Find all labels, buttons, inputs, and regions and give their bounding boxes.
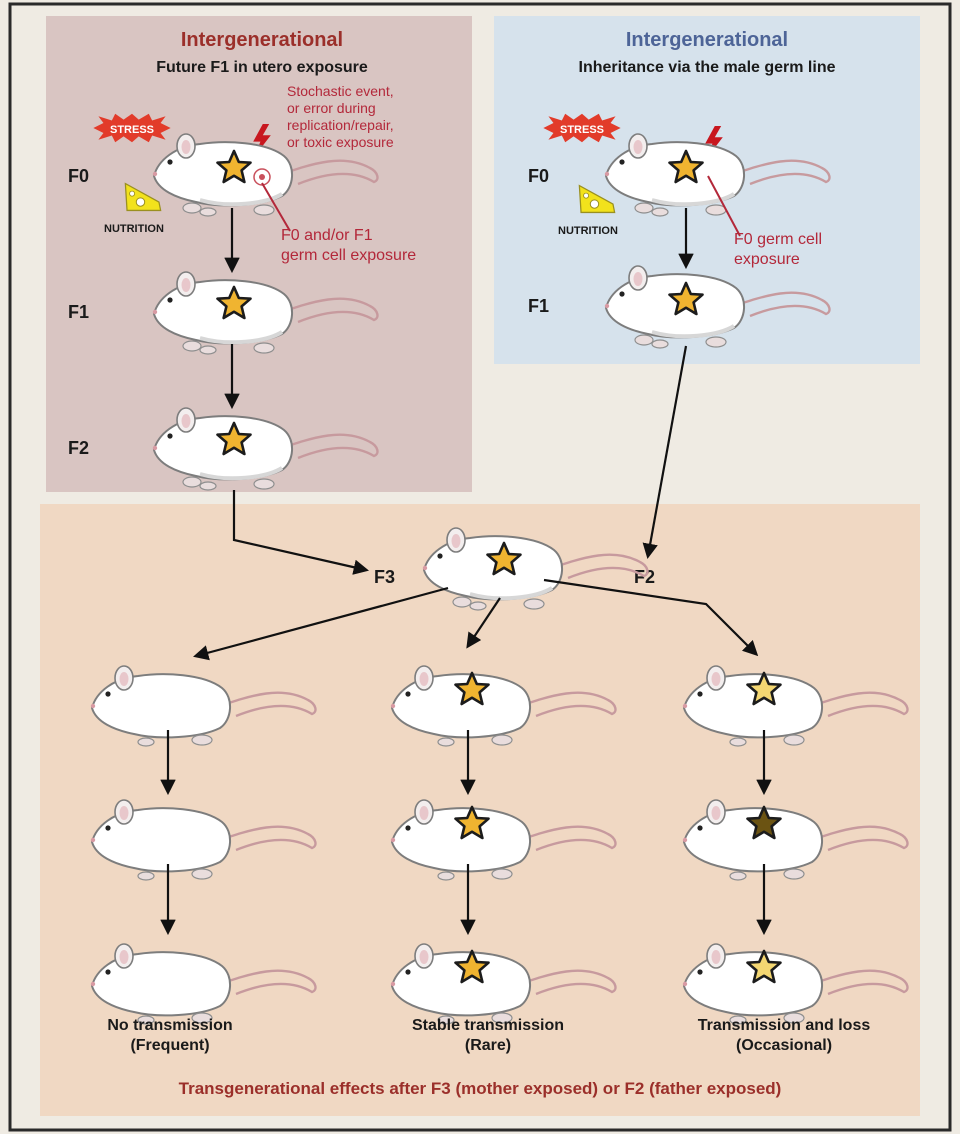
gen-label-f0-right: F0 <box>528 166 549 186</box>
gen-label-f1: F1 <box>68 302 89 322</box>
left-panel-title: Intergenerational <box>181 29 343 51</box>
stress-label: STRESS <box>110 124 154 136</box>
outcome-2-line-2: (Rare) <box>465 1037 511 1054</box>
stress-icon-right: STRESS <box>543 113 621 143</box>
right-panel-subtitle: Inheritance via the male germ line <box>579 59 836 76</box>
outcome-3-line-1: Transmission and loss <box>698 1017 871 1034</box>
column-no-transmission <box>89 664 317 1026</box>
column-transmission-and-loss <box>681 664 909 1026</box>
event-note-line-4: or toxic exposure <box>287 134 394 150</box>
bottom-panel: F3 F2 <box>40 345 920 1116</box>
right-panel-title: Intergenerational <box>626 29 788 51</box>
germ-cell-note-right: F0 germ cell exposure <box>734 231 822 268</box>
gen-label-f1-right: F1 <box>528 296 549 316</box>
germ-note-right-line-2: exposure <box>734 251 800 268</box>
column-stable-transmission <box>389 664 617 1026</box>
bottom-caption: Transgenerational effects after F3 (moth… <box>179 1079 782 1098</box>
arrow-right-panel-to-merge <box>642 345 688 560</box>
left-panel: Intergenerational Future F1 in utero exp… <box>46 16 472 492</box>
stochastic-event-note: Stochastic event, or error during replic… <box>287 83 394 150</box>
germ-note-pointer <box>261 182 291 232</box>
arrow-branch-middle <box>466 597 501 649</box>
germ-cell-marker <box>253 168 271 186</box>
event-note-line-1: Stochastic event, <box>287 83 394 99</box>
germ-cell-dot <box>259 174 265 180</box>
germ-note-line-1: F0 and/or F1 <box>281 227 373 244</box>
outcome-1-line-1: No transmission <box>107 1017 232 1034</box>
arrow-left-panel-to-merge <box>232 490 370 575</box>
event-note-line-2: or error during <box>287 100 376 116</box>
event-note-line-3: replication/repair, <box>287 117 394 133</box>
gen-label-f0: F0 <box>68 166 89 186</box>
nutrition-label-right: NUTRITION <box>558 225 618 237</box>
gen-label-f2: F2 <box>68 438 89 458</box>
germ-note-pointer-right <box>707 175 741 237</box>
outcome-3-line-2: (Occasional) <box>736 1037 832 1054</box>
merge-label-f3: F3 <box>374 567 395 587</box>
right-panel: Intergenerational Inheritance via the ma… <box>494 16 920 364</box>
left-panel-background <box>46 16 472 492</box>
outcome-2-line-1: Stable transmission <box>412 1017 564 1034</box>
germ-note-line-2: germ cell exposure <box>281 247 416 264</box>
stress-label-right: STRESS <box>560 124 604 136</box>
germ-cell-note: F0 and/or F1 germ cell exposure <box>281 227 416 264</box>
outcome-1-line-2: (Frequent) <box>130 1037 209 1054</box>
stress-icon: STRESS <box>93 113 171 143</box>
arrow-branch-left <box>193 586 449 661</box>
left-panel-subtitle: Future F1 in utero exposure <box>156 59 368 76</box>
nutrition-label: NUTRITION <box>104 223 164 235</box>
germ-note-right-line-1: F0 germ cell <box>734 231 822 248</box>
arrow-branch-right <box>543 578 759 657</box>
